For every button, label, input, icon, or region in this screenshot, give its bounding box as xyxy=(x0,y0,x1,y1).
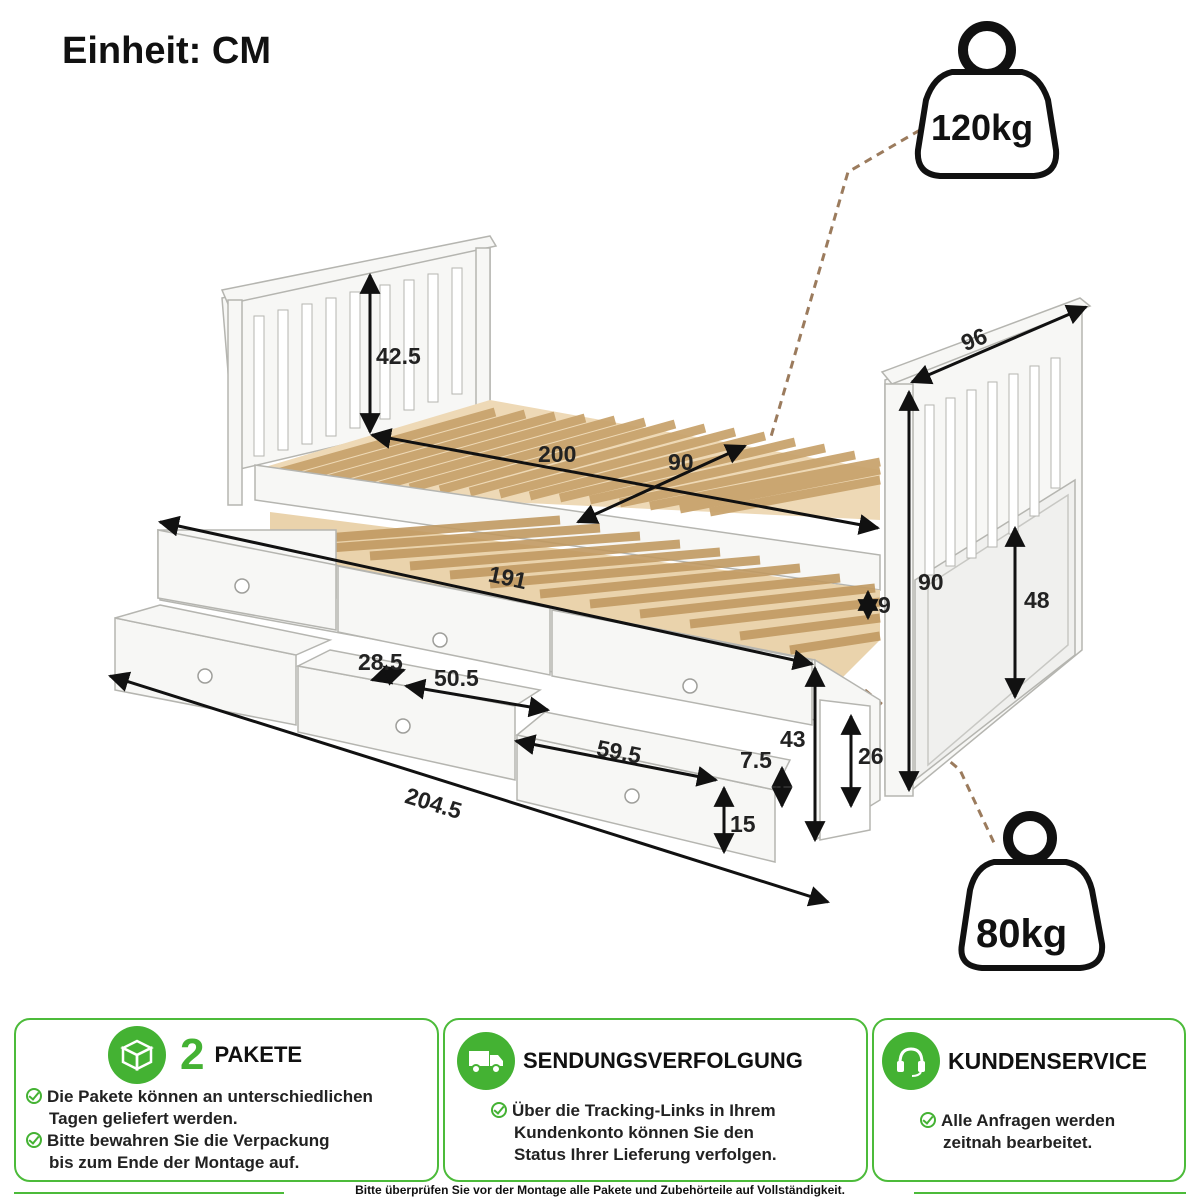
headset-icon xyxy=(882,1032,940,1090)
packages-line-4: bis zum Ende der Montage auf. xyxy=(49,1153,300,1172)
dim-label-43: 43 xyxy=(780,726,806,752)
tracking-line-1: Über die Tracking-Links in Ihrem xyxy=(512,1101,776,1120)
delivery-truck-icon xyxy=(457,1032,515,1090)
dim-label-204-5: 204.5 xyxy=(402,782,465,824)
dim-label-50-5: 50.5 xyxy=(434,665,479,691)
package-icon xyxy=(108,1026,166,1084)
footer-divider xyxy=(0,1186,1200,1200)
weight-top-label: 120kg xyxy=(931,107,1033,148)
bed-dimension-illustration: 42.5 200 90 96 191 9 90 48 28.5 50.5 59.… xyxy=(107,21,1106,971)
tracking-title: SENDUNGSVERFOLGUNG xyxy=(523,1048,803,1073)
check-icon xyxy=(26,1088,42,1104)
dim-line-204-5 xyxy=(107,671,831,907)
service-title: KUNDENSERVICE xyxy=(948,1047,1147,1074)
dim-label-26: 26 xyxy=(858,743,884,769)
check-icon xyxy=(26,1132,42,1148)
dim-line-191 xyxy=(157,515,815,671)
dim-label-7-5: 7.5 xyxy=(740,747,772,773)
dim-label-200: 200 xyxy=(538,441,576,467)
weight-top-icon xyxy=(914,21,1060,179)
service-card: KUNDENSERVICE Alle Anfragen werden zeitn… xyxy=(872,1018,1186,1182)
dim-label-90-height: 90 xyxy=(918,569,944,595)
dim-label-48: 48 xyxy=(1024,587,1050,613)
footer-note-text: Bitte überprüfen Sie vor der Montage all… xyxy=(349,1183,851,1197)
service-line-2: zeitnah bearbeitet. xyxy=(943,1133,1093,1152)
packages-card: 2 PAKETE Die Pakete können an unterschie… xyxy=(14,1018,439,1182)
service-line-1: Alle Anfragen werden xyxy=(941,1111,1116,1130)
tracking-line-3: Status Ihrer Lieferung verfolgen. xyxy=(514,1145,777,1164)
weight-bottom-icon xyxy=(958,811,1106,971)
dim-label-15: 15 xyxy=(730,811,756,837)
dim-line-90-width xyxy=(576,444,747,524)
top-weight-leader xyxy=(768,128,921,441)
package-count: 2 xyxy=(180,1030,205,1079)
weight-bottom-label: 80kg xyxy=(976,912,1067,956)
packages-line-3: Bitte bewahren Sie die Verpackung xyxy=(47,1131,330,1150)
unit-title: Einheit: CM xyxy=(62,30,271,72)
tracking-line-2: Kundenkonto können Sie den xyxy=(514,1123,754,1142)
dimension-lines xyxy=(107,272,1088,907)
packages-line-1: Die Pakete können an unterschiedlichen xyxy=(47,1087,373,1106)
footer-note: Bitte überprüfen Sie vor der Montage all… xyxy=(0,1183,1200,1197)
check-icon xyxy=(491,1102,507,1118)
dim-label-90-width: 90 xyxy=(668,449,694,475)
packages-line-2: Tagen geliefert werden. xyxy=(49,1109,238,1128)
check-icon xyxy=(920,1112,936,1128)
packages-title: PAKETE xyxy=(214,1042,303,1067)
footboard-spindles xyxy=(924,357,1061,576)
dim-label-9: 9 xyxy=(878,592,891,618)
dim-line-96 xyxy=(910,304,1088,385)
dim-label-28-5: 28.5 xyxy=(358,649,403,675)
dim-label-42-5: 42.5 xyxy=(376,343,421,369)
tracking-card: SENDUNGSVERFOLGUNG Über die Tracking-Lin… xyxy=(443,1018,868,1182)
